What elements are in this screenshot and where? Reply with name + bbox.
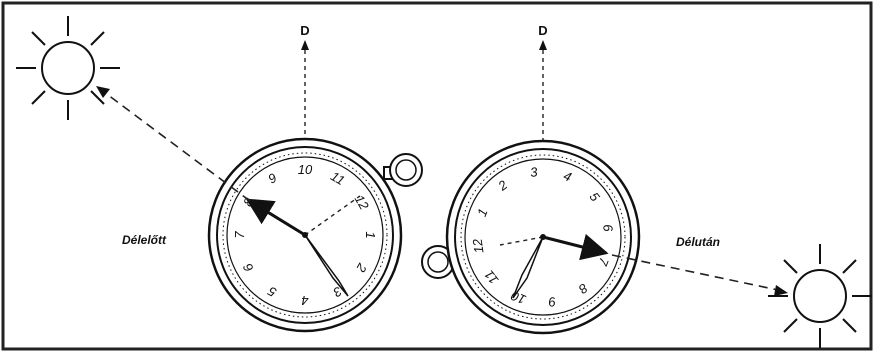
watch-numeral: 1 <box>363 231 378 238</box>
diagram-border <box>3 3 871 349</box>
watch-numeral: 4 <box>301 293 308 308</box>
watch-numeral: 10 <box>298 162 313 177</box>
north-label-left: D <box>300 23 309 38</box>
morning-label: Délelőtt <box>122 233 167 247</box>
watch-numeral: 7 <box>232 231 247 239</box>
north-label-right: D <box>538 23 547 38</box>
watch-numeral: 12 <box>470 237 487 254</box>
afternoon-label: Délután <box>676 235 720 249</box>
